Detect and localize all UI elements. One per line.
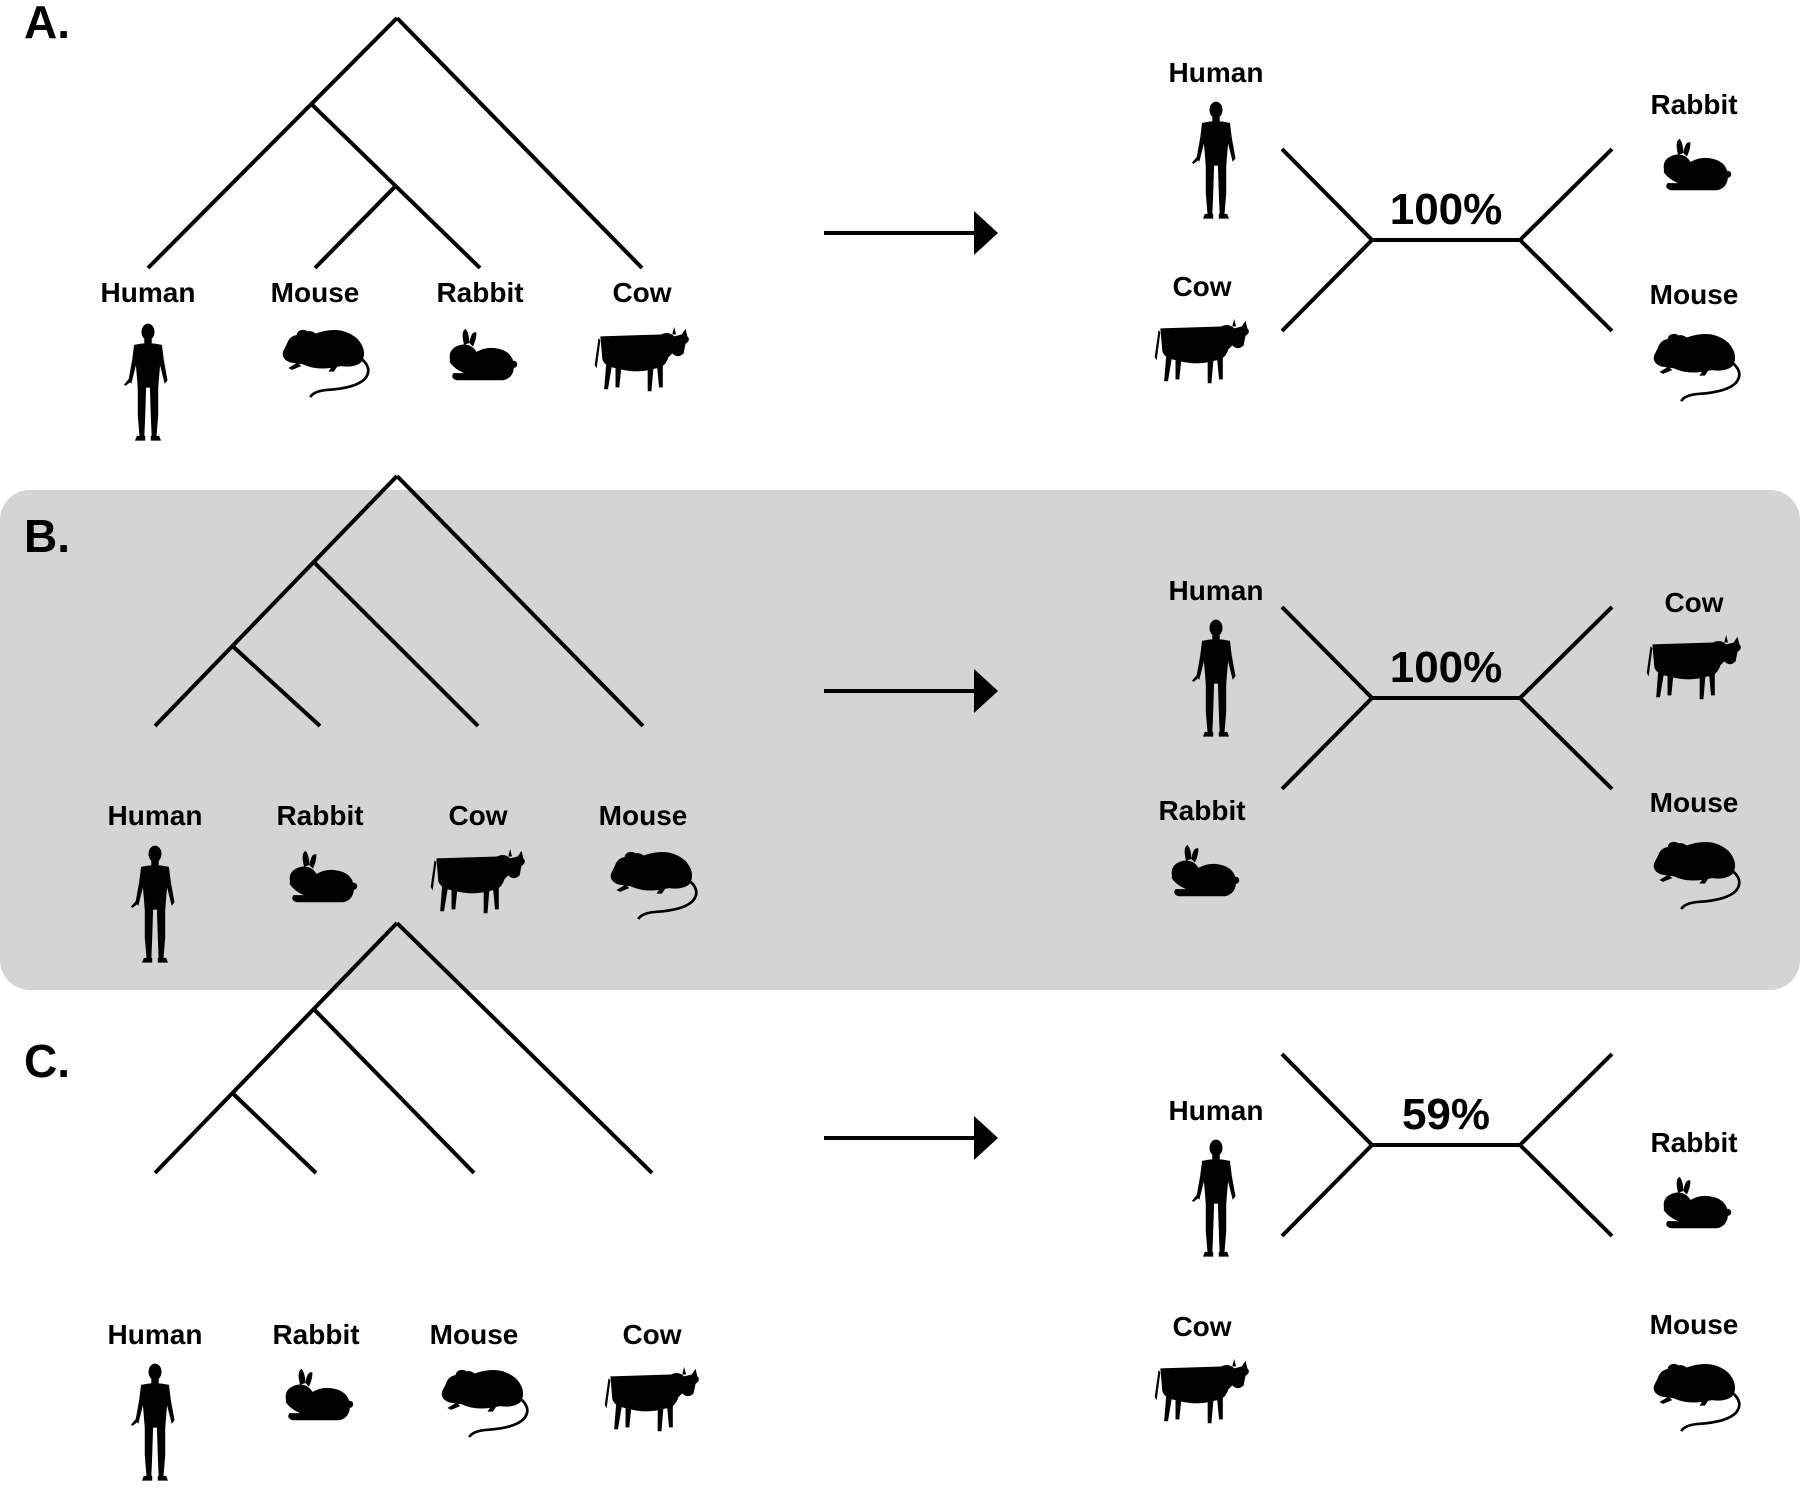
taxon-label-mouse: Mouse xyxy=(271,277,360,308)
rabbit-icon xyxy=(1663,138,1732,191)
highlight-background xyxy=(0,490,1800,990)
rooted-tree: Human Rabbit Cow Mouse xyxy=(108,474,698,963)
taxon-label-cow: Cow xyxy=(448,800,507,831)
branch xyxy=(231,644,322,728)
branch xyxy=(313,184,398,270)
support-value: 100% xyxy=(1390,185,1503,234)
arrowhead xyxy=(974,669,998,713)
arrow xyxy=(824,669,998,713)
taxon-label-human: Human xyxy=(1169,57,1264,88)
cow-icon xyxy=(1154,318,1249,384)
taxon-label-mouse: Mouse xyxy=(599,800,688,831)
arrow xyxy=(824,211,998,255)
human-icon xyxy=(1191,101,1236,219)
branch xyxy=(395,474,645,728)
taxon-label-cow: Cow xyxy=(1172,1311,1231,1342)
mouse-icon xyxy=(281,328,370,399)
taxon-label-mouse: Mouse xyxy=(1650,787,1739,818)
rooted-tree: Human Rabbit Mouse Cow xyxy=(108,921,699,1481)
taxon-label-rabbit: Rabbit xyxy=(1650,1127,1737,1158)
branch xyxy=(1518,1052,1614,1147)
taxon-label-mouse: Mouse xyxy=(430,1319,519,1350)
mouse-icon xyxy=(440,1368,529,1439)
taxon-label-rabbit: Rabbit xyxy=(276,800,363,831)
arrowhead xyxy=(974,211,998,255)
mouse-icon xyxy=(1652,332,1741,403)
human-icon xyxy=(123,323,168,441)
taxon-label-human: Human xyxy=(1169,575,1264,606)
branch xyxy=(1280,147,1374,242)
cow-icon xyxy=(1154,1358,1249,1424)
branch xyxy=(1280,238,1374,333)
panel-label: A. xyxy=(24,0,70,48)
branch xyxy=(1518,147,1614,242)
branch xyxy=(153,474,399,728)
taxon-label-human: Human xyxy=(108,800,203,831)
branch xyxy=(1280,1143,1374,1238)
branch xyxy=(1518,238,1614,333)
taxon-label-mouse: Mouse xyxy=(1650,279,1739,310)
rooted-tree: Human Mouse Rabbit Cow xyxy=(101,16,689,441)
taxon-label-cow: Cow xyxy=(1172,271,1231,302)
branch xyxy=(231,1091,318,1175)
branch xyxy=(1518,605,1614,700)
taxon-label-cow: Cow xyxy=(1664,587,1723,618)
branch xyxy=(395,16,644,270)
taxon-label-cow: Cow xyxy=(612,277,671,308)
branch xyxy=(1280,696,1374,791)
taxon-label-rabbit: Rabbit xyxy=(1650,89,1737,120)
panel-label: B. xyxy=(24,510,70,562)
arrowhead xyxy=(974,1116,998,1160)
taxon-label-cow: Cow xyxy=(622,1319,681,1350)
branch xyxy=(1518,1143,1614,1238)
human-icon xyxy=(1191,1139,1236,1257)
branch xyxy=(312,1007,476,1175)
branch xyxy=(395,921,654,1175)
taxon-label-rabbit: Rabbit xyxy=(272,1319,359,1350)
taxon-label-human: Human xyxy=(1169,1095,1264,1126)
human-icon xyxy=(130,1363,175,1481)
support-value: 100% xyxy=(1390,643,1503,692)
mouse-icon xyxy=(1652,1362,1741,1433)
branch xyxy=(153,921,399,1175)
branch xyxy=(146,16,399,270)
branch xyxy=(1280,1052,1374,1147)
branch xyxy=(1518,696,1614,791)
panel-label: C. xyxy=(24,1035,70,1087)
taxon-label-rabbit: Rabbit xyxy=(436,277,523,308)
rabbit-icon xyxy=(1663,1176,1732,1229)
rabbit-icon xyxy=(449,328,518,381)
cow-icon xyxy=(594,326,689,392)
arrow xyxy=(824,1116,998,1160)
support-value: 59% xyxy=(1402,1090,1490,1139)
taxon-label-mouse: Mouse xyxy=(1650,1309,1739,1340)
rabbit-icon xyxy=(285,1368,354,1421)
taxon-label-human: Human xyxy=(108,1319,203,1350)
taxon-label-rabbit: Rabbit xyxy=(1158,795,1245,826)
branch xyxy=(1280,605,1374,700)
branch xyxy=(312,560,480,728)
taxon-label-human: Human xyxy=(101,277,196,308)
cow-icon xyxy=(604,1366,699,1432)
